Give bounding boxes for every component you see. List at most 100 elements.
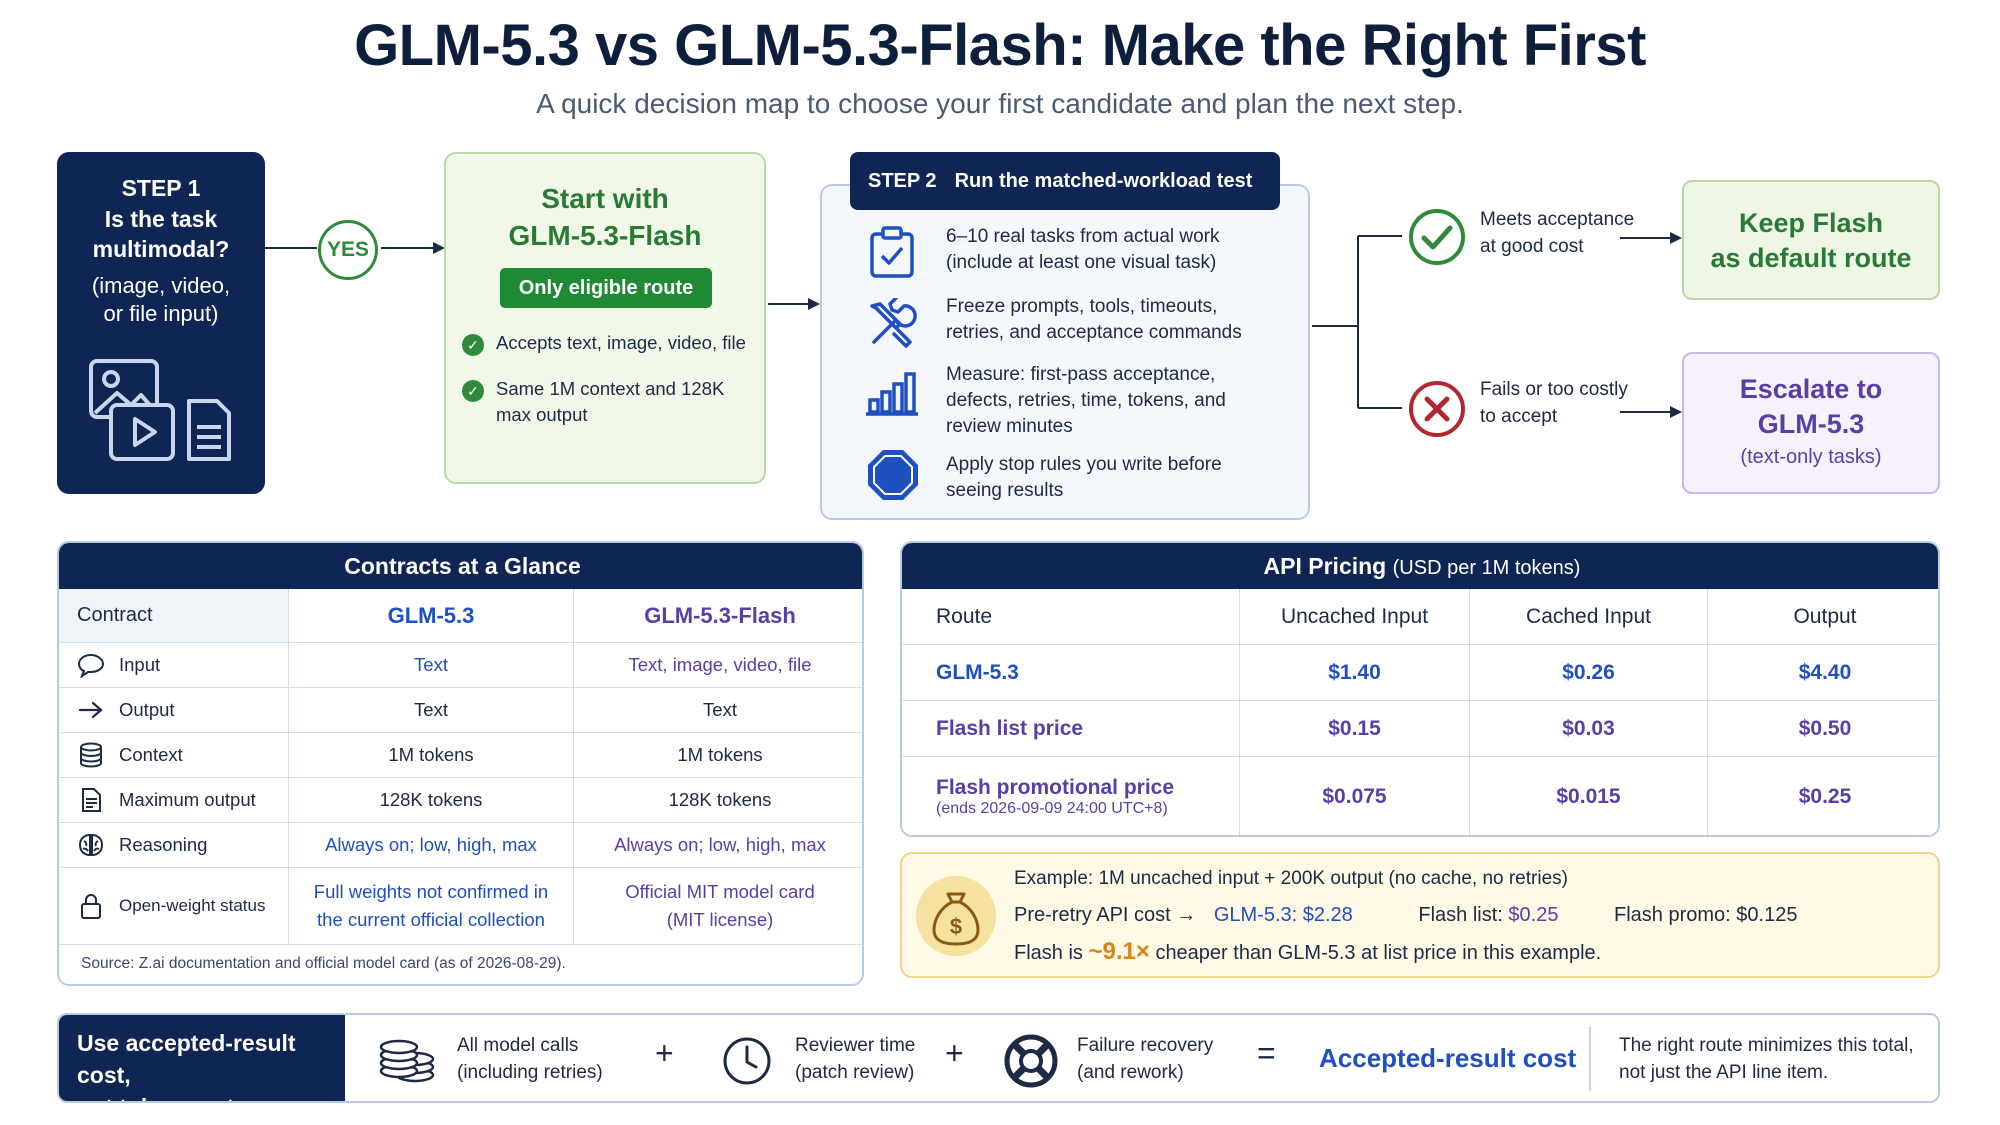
step2-item-1-line2: (include at least one visual task)	[946, 252, 1217, 273]
contract-label: Reasoning	[119, 834, 208, 855]
term-reviewer-line2: (patch review)	[795, 1062, 915, 1083]
term-model-calls: All model calls (including retries)	[457, 1032, 603, 1086]
table-row: Flash list price $0.15 $0.03 $0.50	[902, 701, 1938, 757]
term-reviewer-time: Reviewer time (patch review)	[795, 1032, 915, 1086]
row-label-cell: Output	[59, 688, 289, 732]
flash-promo-cost: Flash promo: $0.125	[1614, 904, 1798, 926]
route-name: GLM-5.3	[902, 645, 1240, 700]
row-label-cell: Open-weight status	[59, 868, 289, 944]
contract-label: Output	[119, 699, 175, 720]
pass-label-line1: Meets acceptance	[1480, 209, 1635, 230]
chat-bubble-icon	[77, 653, 105, 678]
keep-flash-line2: as default route	[1710, 243, 1912, 273]
step2-item-3-line1: Measure: first-pass acceptance,	[946, 364, 1216, 385]
step2-item-3-line2: defects, retries, time, tokens, and	[946, 390, 1226, 411]
step1-note-line2: or file input)	[103, 301, 219, 326]
step2-item-2-line1: Freeze prompts, tools, timeouts,	[946, 296, 1218, 317]
route-name: Flash promotional price	[936, 776, 1175, 799]
table-row: Open-weight status Full weights not conf…	[59, 868, 862, 945]
step2-item-4-line2: seeing results	[946, 480, 1064, 501]
example-line1: Example: 1M uncached input + 200K output…	[1014, 868, 1568, 889]
yes-badge: YES	[318, 220, 378, 280]
tools-icon	[870, 298, 917, 348]
document-icon	[82, 788, 101, 812]
step2-item-3-line3: review minutes	[946, 416, 1073, 437]
start-title-line1: Start with	[541, 183, 669, 214]
plus-operator: +	[655, 1035, 674, 1071]
check-icon: ✓	[462, 334, 484, 356]
bottom-lead: Use accepted-result cost, not token cost	[59, 1015, 345, 1101]
pricing-title: API Pricing (USD per 1M tokens)	[902, 543, 1938, 589]
example-line3-pre: Flash is	[1014, 942, 1083, 964]
pricing-header-row: Route Uncached Input Cached Input Output	[902, 589, 1938, 645]
clock-icon	[723, 1037, 771, 1085]
row-label-cell: Context	[59, 733, 289, 777]
check-text-3: max output	[496, 404, 588, 425]
glm-value: Full weights not confirmed in the curren…	[289, 868, 574, 944]
fail-label-line2: to accept	[1480, 406, 1558, 427]
media-files-icon	[89, 359, 231, 461]
escalate-note: (text-only tasks)	[1740, 446, 1882, 468]
contract-label: Input	[119, 654, 161, 675]
table-row: Output Text Text	[59, 688, 862, 733]
table-row: Reasoning Always on; low, high, max Alwa…	[59, 823, 862, 868]
output-price: $0.50	[1798, 716, 1852, 740]
check-text-2: Same 1M context and 128K	[496, 378, 725, 399]
step2-title: Run the matched-workload test	[954, 170, 1253, 192]
stop-sign-icon	[868, 450, 918, 500]
table-row: Context 1M tokens 1M tokens	[59, 733, 862, 778]
flash-value: 1M tokens	[677, 744, 763, 765]
flash-value: Always on; low, high, max	[614, 834, 826, 855]
term-failure-line2: (and rework)	[1077, 1062, 1184, 1083]
flash-value: Text, image, video, file	[628, 654, 812, 675]
route-note: (ends 2026-09-09 24:00 UTC+8)	[936, 800, 1168, 817]
contract-label: Open-weight status	[119, 896, 266, 915]
glm-cost: GLM-5.3: $2.28	[1213, 904, 1353, 926]
bottom-lead-line2: not token cost	[77, 1091, 345, 1101]
pricing-title-text: API Pricing	[1263, 553, 1387, 579]
term-model-calls-line1: All model calls	[457, 1035, 579, 1056]
bottom-note-line1: The right route minimizes this total,	[1619, 1035, 1914, 1056]
step2-item-4-line1: Apply stop rules you write before	[946, 454, 1222, 475]
pre-retry-label: Pre-retry API cost →	[1014, 904, 1197, 926]
pricing-header-cached: Cached Input	[1470, 589, 1708, 644]
uncached-price: $0.075	[1240, 757, 1470, 835]
contracts-title: Contracts at a Glance	[59, 543, 862, 589]
cached-price: $0.015	[1470, 757, 1708, 835]
row-label-cell: Reasoning	[59, 823, 289, 867]
glm-value: Text	[289, 643, 574, 687]
cached-price: $0.26	[1470, 645, 1708, 700]
flash-list-value: $0.25	[1508, 904, 1559, 926]
term-failure-line1: Failure recovery	[1077, 1035, 1214, 1056]
bottom-divider	[1589, 1027, 1591, 1091]
equals-operator: =	[1257, 1035, 1276, 1071]
keep-flash-line1: Keep Flash	[1738, 208, 1884, 238]
route-cell: Flash promotional price (ends 2026-09-09…	[902, 757, 1240, 835]
term-failure-recovery: Failure recovery (and rework)	[1077, 1032, 1213, 1086]
pass-check-icon	[1409, 209, 1465, 265]
page-subtitle: A quick decision map to choose your firs…	[536, 88, 1464, 119]
step2-label: STEP 2	[868, 170, 937, 192]
flash-value: Official MIT model card (MIT license)	[625, 881, 815, 930]
accepted-cost-bar: Use accepted-result cost, not token cost…	[57, 1013, 1940, 1103]
pricing-header-output: Output	[1793, 604, 1857, 628]
start-flash-title: Start with GLM-5.3-Flash	[446, 180, 764, 254]
contracts-header-flash: GLM-5.3-Flash	[574, 589, 862, 642]
pass-label-line2: at good cost	[1480, 236, 1584, 257]
pricing-header-route: Route	[902, 589, 1240, 644]
branch-connector	[1312, 232, 1682, 418]
step2-item-1: 6–10 real tasks from actual work (includ…	[946, 224, 1276, 276]
flash-value: Text	[703, 699, 737, 720]
uncached-price: $1.40	[1240, 645, 1470, 700]
term-model-calls-line2: (including retries)	[457, 1062, 603, 1083]
start-flash-card: Start with GLM-5.3-Flash Only eligible r…	[444, 152, 766, 484]
money-bag-icon: $	[932, 892, 980, 946]
clipboard-check-icon	[870, 226, 914, 278]
svg-text:$: $	[950, 914, 962, 939]
output-price: $0.25	[1798, 785, 1852, 808]
example-line2: Pre-retry API cost → GLM-5.3: $2.28 Flas…	[1014, 904, 1797, 927]
eligible-route-badge: Only eligible route	[500, 268, 712, 308]
bottom-note: The right route minimizes this total, no…	[1619, 1032, 1914, 1086]
row-label-cell: Maximum output	[59, 778, 289, 822]
step2-item-3: Measure: first-pass acceptance, defects,…	[946, 362, 1276, 440]
